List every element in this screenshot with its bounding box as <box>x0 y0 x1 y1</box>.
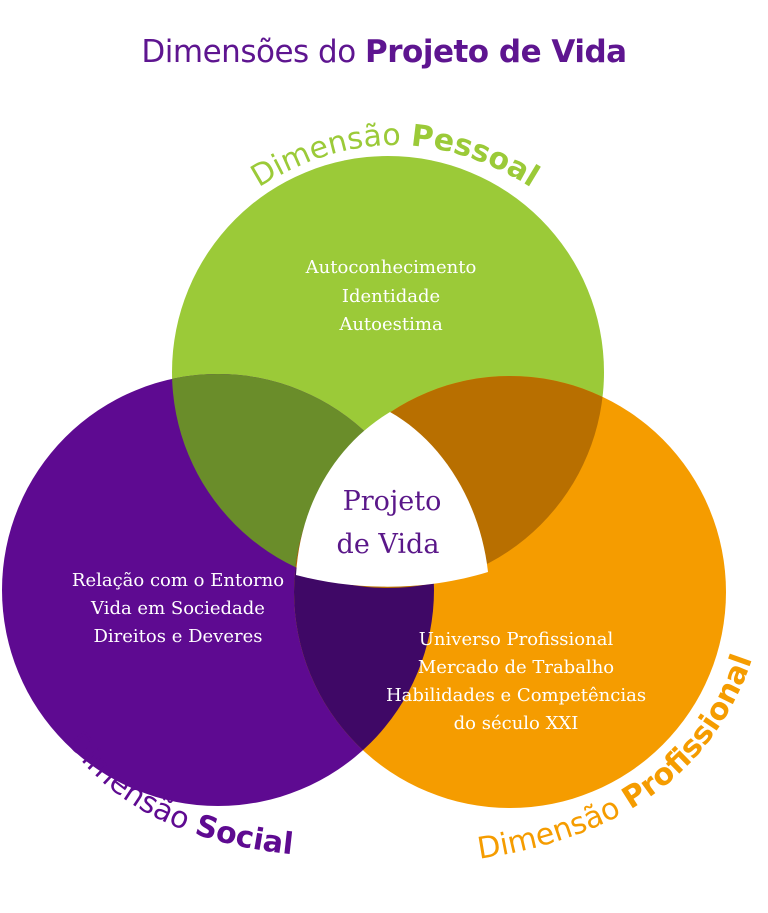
label-social-bold: Social <box>191 808 295 862</box>
center-line1: Projeto <box>343 486 442 517</box>
social-item: Direitos e Deveres <box>93 626 262 647</box>
profissional-item: Mercado de Trabalho <box>418 657 614 678</box>
title-normal: Dimensões do <box>141 34 366 70</box>
profissional-item: do século XXI <box>454 713 579 734</box>
profissional-item: Universo Profissional <box>419 629 614 650</box>
pessoal-item: Autoestima <box>338 314 443 335</box>
pessoal-item: Identidade <box>342 286 440 307</box>
profissional-item: Habilidades e Competências <box>386 685 646 706</box>
center-line2: de Vida <box>337 529 440 560</box>
social-item: Relação com o Entorno <box>72 570 284 591</box>
social-item: Vida em Sociedade <box>90 598 265 619</box>
overlap-orange-green <box>294 376 604 588</box>
diagram-title: Dimensões do Projeto de Vida <box>0 34 768 70</box>
pessoal-item: Autoconhecimento <box>305 257 477 278</box>
center-region <box>296 412 488 587</box>
title-bold: Projeto de Vida <box>365 34 627 70</box>
